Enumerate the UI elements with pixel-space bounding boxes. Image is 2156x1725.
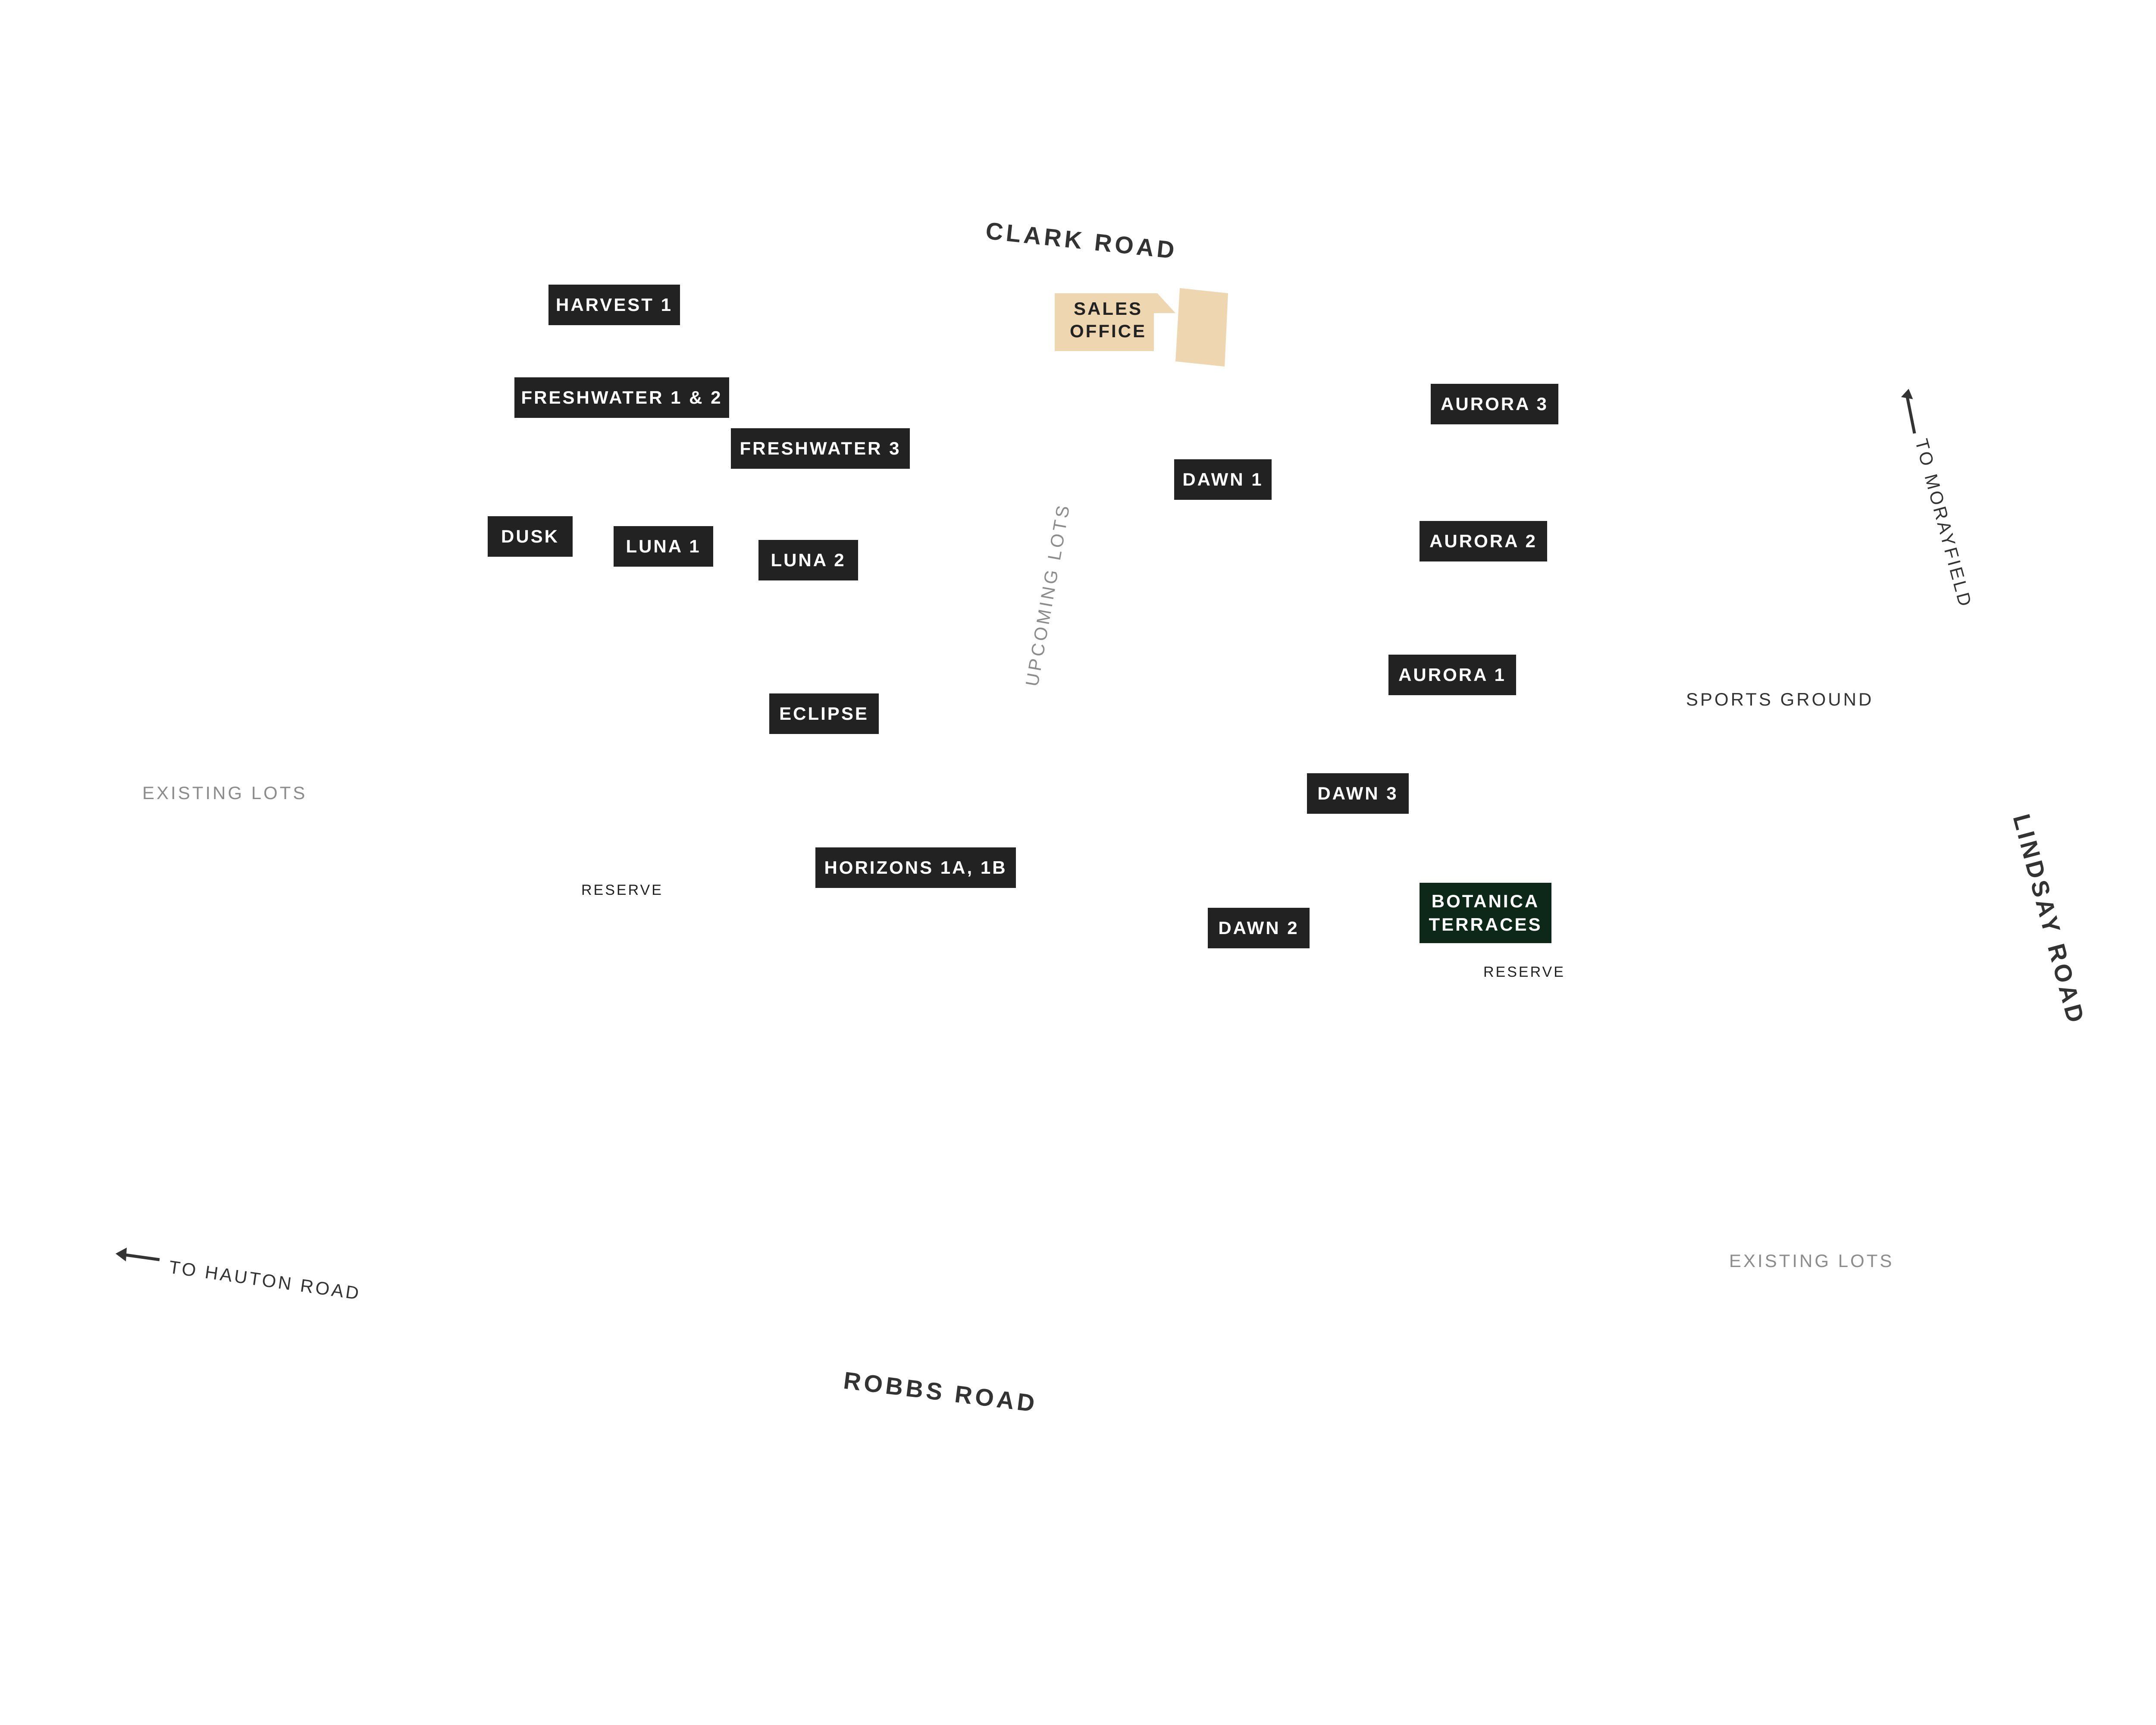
reserve-label-left: RESERVE [581, 882, 663, 898]
stage-label-dusk[interactable]: DUSK [488, 516, 573, 557]
botanica-line2: TERRACES [1429, 914, 1542, 935]
stage-label-luna-1[interactable]: LUNA 1 [614, 526, 713, 567]
direction-label-morayfield: TO MORAYFIELD [1911, 436, 1976, 611]
sales-office-shape [1055, 288, 1228, 367]
sales-office-label: SALES OFFICE [1056, 298, 1160, 342]
stage-label-dawn-3[interactable]: DAWN 3 [1307, 773, 1409, 814]
sales-office-line1: SALES [1073, 298, 1143, 319]
road-label-lindsay: LINDSAY ROAD [2008, 811, 2090, 1029]
road-label-robbs: ROBBS ROAD [842, 1366, 1039, 1418]
stage-label-eclipse[interactable]: ECLIPSE [769, 693, 879, 734]
stage-label-luna-2[interactable]: LUNA 2 [758, 540, 858, 580]
stage-label-aurora-3[interactable]: AURORA 3 [1431, 384, 1558, 424]
stage-label-dawn-2[interactable]: DAWN 2 [1208, 908, 1310, 948]
reserve-label-right: RESERVE [1483, 964, 1565, 980]
upcoming-lots-label: UPCOMING LOTS [1022, 501, 1074, 688]
road-label-clark: CLARK ROAD [984, 216, 1179, 264]
stage-label-aurora-1[interactable]: AURORA 1 [1388, 655, 1516, 695]
direction-label-hauton: TO HAUTON ROAD [167, 1257, 362, 1304]
botanica-line1: BOTANICA [1431, 891, 1540, 911]
stage-label-freshwater-1-2[interactable]: FRESHWATER 1 & 2 [514, 377, 729, 418]
arrow-left-icon [116, 1248, 160, 1261]
sports-ground-label: SPORTS GROUND [1686, 689, 1874, 709]
stage-label-dawn-1[interactable]: DAWN 1 [1174, 459, 1272, 500]
stage-label-aurora-2[interactable]: AURORA 2 [1420, 521, 1547, 561]
existing-lots-label-right: EXISTING LOTS [1729, 1251, 1894, 1271]
arrow-up-icon [1901, 389, 1916, 434]
stage-label-botanica-terraces[interactable]: BOTANICA TERRACES [1420, 883, 1551, 943]
existing-lots-label-left: EXISTING LOTS [142, 783, 307, 803]
sales-office-line2: OFFICE [1070, 321, 1147, 341]
stage-label-horizons[interactable]: HORIZONS 1A, 1B [815, 847, 1016, 888]
stage-label-harvest-1[interactable]: HARVEST 1 [548, 285, 680, 325]
stage-label-freshwater-3[interactable]: FRESHWATER 3 [731, 428, 910, 469]
